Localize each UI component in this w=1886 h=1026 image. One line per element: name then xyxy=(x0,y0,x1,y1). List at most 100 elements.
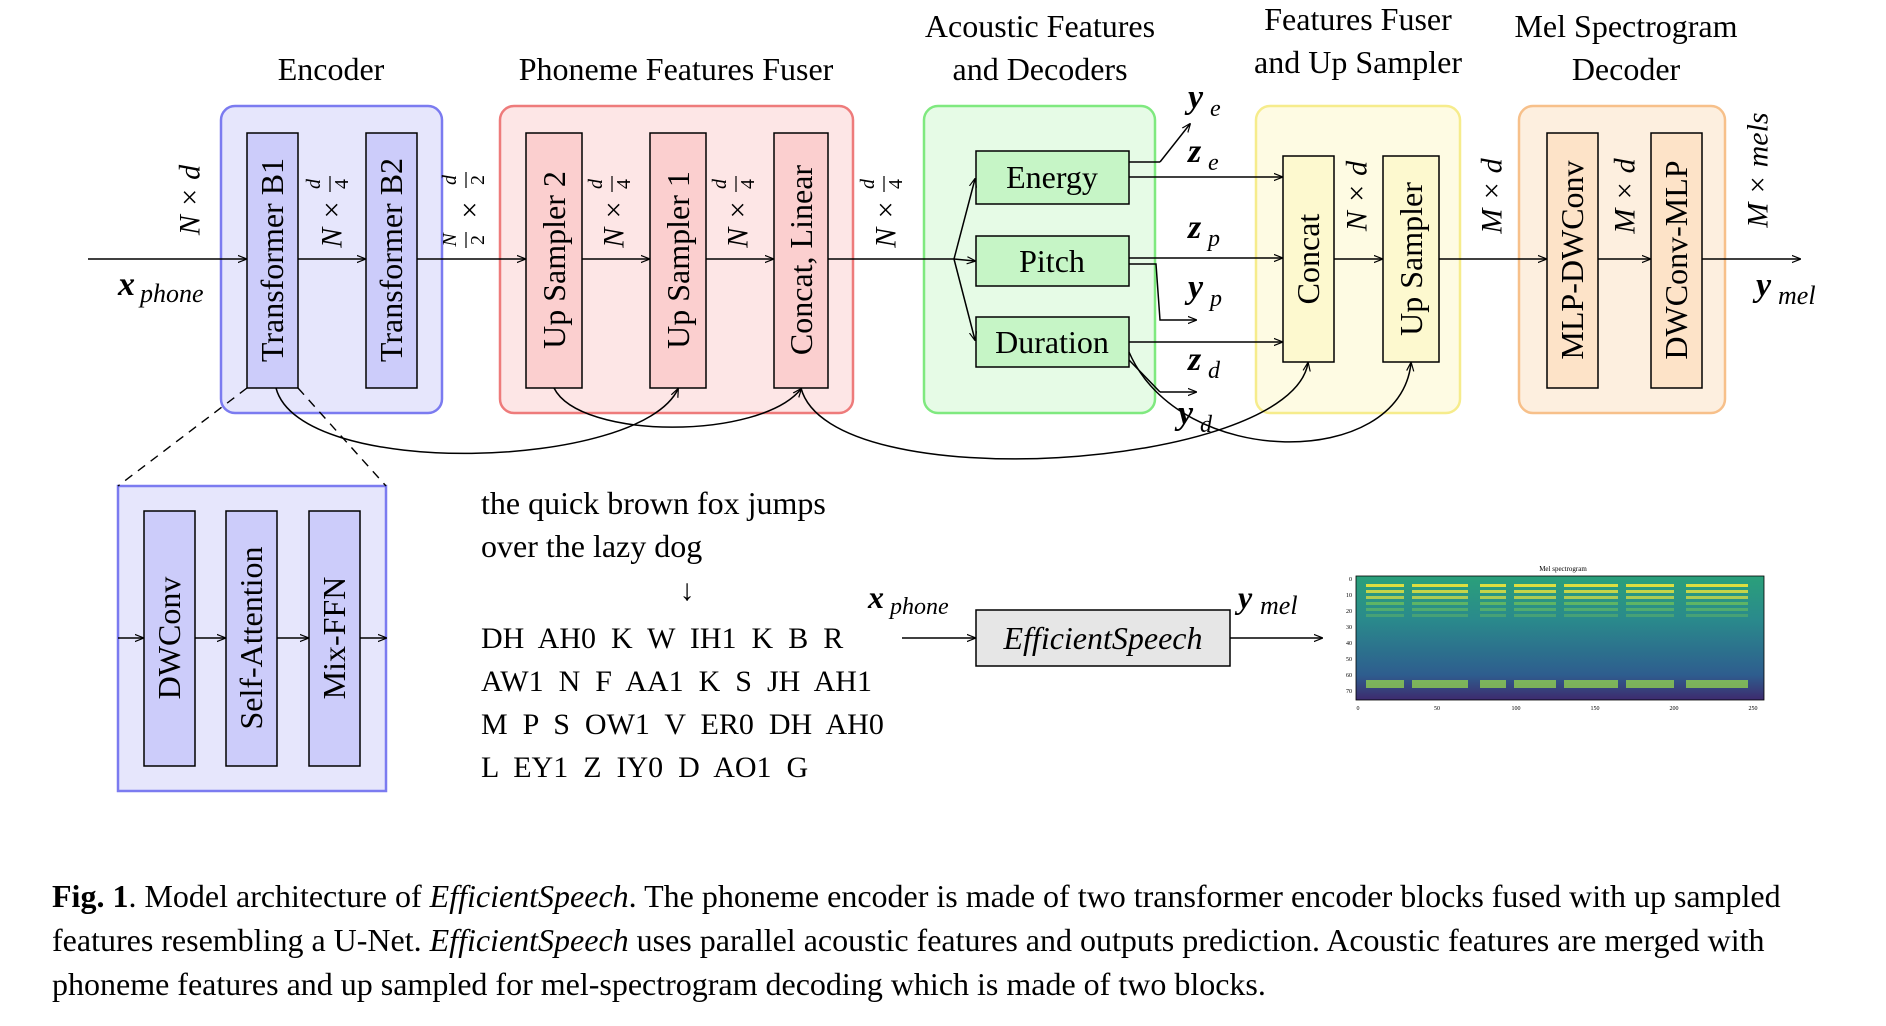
pitch-block: Pitch xyxy=(975,235,1130,287)
svg-text:N: N xyxy=(439,232,461,248)
spectrogram-x-tick: 0 xyxy=(1357,706,1360,712)
spectrogram-band xyxy=(1564,614,1618,617)
spectrogram-band xyxy=(1412,614,1468,617)
fuser-title: Phoneme Features Fuser xyxy=(519,51,834,87)
svg-text:MLP-DWConv: MLP-DWConv xyxy=(1554,160,1590,359)
svg-text:Duration: Duration xyxy=(995,324,1109,360)
transformer-b1-block: Transformer B1 xyxy=(246,132,299,389)
dim-label-input: N × d xyxy=(174,164,207,236)
pipeline-output-y-mel: y mel xyxy=(1234,579,1298,620)
spectrogram-band xyxy=(1412,584,1468,587)
dim-label-concat-out: N × d 4 xyxy=(857,176,907,249)
flow-arrows xyxy=(88,124,1800,638)
dim-label-mel-mid: M × d xyxy=(1609,157,1642,234)
architecture-diagram: Encoder Phoneme Features Fuser Acoustic … xyxy=(88,1,1816,793)
svg-text:N ×: N × xyxy=(598,200,631,249)
label-y-p: y p xyxy=(1184,269,1222,312)
spectrogram-bands xyxy=(1366,584,1748,688)
svg-text:4: 4 xyxy=(613,179,635,189)
pipeline-input-x-phone: x phone xyxy=(867,579,949,620)
svg-text:d: d xyxy=(709,178,731,189)
svg-text:y: y xyxy=(1174,395,1194,432)
upsampler-title-line2: and Up Sampler xyxy=(1254,44,1462,80)
spectrogram-band xyxy=(1686,590,1748,593)
example-text-line2: over the lazy dog xyxy=(481,528,702,564)
spectrogram-band xyxy=(1480,608,1506,611)
label-z-e: z e xyxy=(1187,133,1219,176)
svg-text:d: d xyxy=(1208,358,1221,384)
spectrogram-y-tick: 50 xyxy=(1346,657,1352,663)
spectrogram-band xyxy=(1480,584,1506,587)
svg-text:Up Sampler: Up Sampler xyxy=(1393,182,1429,336)
spectrogram-band xyxy=(1366,596,1404,599)
dwconv-block: DWConv xyxy=(143,510,196,767)
dwconv-mlp-block: DWConv-MLP xyxy=(1650,132,1703,389)
svg-text:N ×: N × xyxy=(870,200,903,249)
caption-part2: . The phoneme encoder is made of two tra… xyxy=(52,878,1781,958)
svg-text:p: p xyxy=(1206,226,1220,252)
spectrogram-band xyxy=(1626,602,1674,605)
svg-text:EfficientSpeech: EfficientSpeech xyxy=(1002,620,1202,656)
svg-text:Transformer B1: Transformer B1 xyxy=(254,158,290,362)
svg-text:DWConv: DWConv xyxy=(151,577,187,700)
spectrogram-band xyxy=(1686,608,1748,611)
spectrogram-x-tick: 150 xyxy=(1591,706,1600,712)
concat-linear-block: Concat, Linear xyxy=(773,132,829,389)
spectrogram-y-tick: 10 xyxy=(1346,593,1352,599)
svg-text:d: d xyxy=(439,174,461,185)
input-label-x-phone: x phone xyxy=(117,266,204,308)
spectrogram-band xyxy=(1366,608,1404,611)
svg-text:y: y xyxy=(1184,79,1204,116)
label-z-p: z p xyxy=(1187,209,1220,252)
encoder-title: Encoder xyxy=(278,51,385,87)
caption-part3: uses parallel acoustic features and outp… xyxy=(52,922,1765,1002)
svg-text:Energy: Energy xyxy=(1006,159,1098,195)
svg-text:phone: phone xyxy=(138,279,204,308)
dim-label-concat-upsampler: N × d xyxy=(1341,160,1374,232)
svg-text:Self-Attention: Self-Attention xyxy=(233,546,269,729)
caption-name1: EfficientSpeech xyxy=(429,878,629,914)
spectrogram-band xyxy=(1412,590,1468,593)
spectrogram-y-tick: 60 xyxy=(1346,673,1352,679)
dim-label-upsampler-mel: M × d xyxy=(1476,157,1509,234)
svg-text:z: z xyxy=(1187,209,1202,246)
mel-title-line1: Mel Spectrogram xyxy=(1514,8,1737,44)
phoneme-line1: DH AH0 K W IH1 K B R xyxy=(481,622,843,655)
svg-text:d: d xyxy=(857,178,879,189)
upsampler-title-line1: Features Fuser xyxy=(1264,1,1452,37)
up-sampler-1-block: Up Sampler 1 xyxy=(649,132,707,389)
spectrogram-x-tick: 100 xyxy=(1512,706,1521,712)
spectrogram-band xyxy=(1686,680,1748,688)
phoneme-line2: AW1 N F AA1 K S JH AH1 xyxy=(481,665,872,698)
spectrogram-band xyxy=(1514,608,1556,611)
svg-text:d: d xyxy=(1200,412,1213,438)
figure-caption: Fig. 1. Model architecture of EfficientS… xyxy=(52,874,1882,1006)
svg-text:Mix-FFN: Mix-FFN xyxy=(316,577,352,700)
svg-text:×: × xyxy=(454,202,487,219)
spectrogram-band xyxy=(1366,584,1404,587)
spectrogram-band xyxy=(1514,614,1556,617)
svg-text:e: e xyxy=(1210,96,1221,122)
spectrogram-band xyxy=(1626,608,1674,611)
spectrogram-band xyxy=(1366,614,1404,617)
phoneme-line4: L EY1 Z IY0 D AO1 G xyxy=(481,751,808,784)
svg-text:2: 2 xyxy=(467,235,489,245)
efficientspeech-block: EfficientSpeech xyxy=(975,609,1231,667)
svg-text:z: z xyxy=(1187,341,1202,378)
spectrogram-band xyxy=(1564,584,1618,587)
svg-text:DWConv-MLP: DWConv-MLP xyxy=(1658,160,1694,359)
spectrogram-band xyxy=(1412,680,1468,688)
spectrogram-y-tick: 0 xyxy=(1349,577,1352,583)
spectrogram-band xyxy=(1626,584,1674,587)
spectrogram-band xyxy=(1412,596,1468,599)
dim-label-b2-up2: N 2 × d 2 xyxy=(439,172,489,248)
phoneme-line3: M P S OW1 V ER0 DH AH0 xyxy=(481,708,884,741)
spectrogram-band xyxy=(1564,596,1618,599)
spectrogram-band xyxy=(1480,680,1506,688)
svg-text:Up Sampler 2: Up Sampler 2 xyxy=(536,171,572,349)
svg-text:N ×: N × xyxy=(722,200,755,249)
svg-text:phone: phone xyxy=(888,594,949,620)
spectrogram-band xyxy=(1366,590,1404,593)
spectrogram-band xyxy=(1686,584,1748,587)
